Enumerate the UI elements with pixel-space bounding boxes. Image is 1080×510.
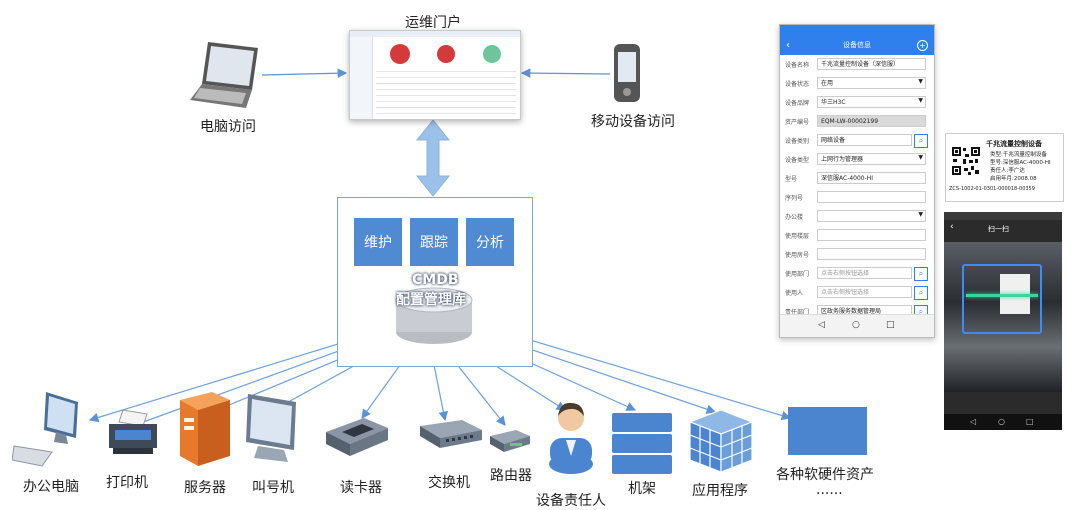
tag-line-owner: 责任人:李广达 [990,168,1025,174]
scan-frame [962,264,1042,334]
nav-back-icon[interactable]: ◁ [970,417,977,426]
phone-header-title: 设备信息 [843,41,871,49]
field-type: 设备类型上网行为管理器▼ [780,151,934,168]
cmdb-title: CMDB [412,272,459,288]
tag-line-date: 启用年月:2008.08 [990,176,1037,182]
mobile-device-icon [614,44,640,102]
asset-label-application: 应用程序 [692,483,748,499]
office-pc-icon [12,392,78,467]
phone-nav-bar: ◁ ○ □ [780,314,934,337]
queue-machine-icon [246,394,296,462]
dropdown-icon[interactable]: ▼ [918,154,923,161]
field-room: 使用房号 [780,246,934,263]
asset-label-more: ...... [816,482,843,498]
cmdb-subtitle: 配置管理库 [396,292,466,308]
field-category: 设备类别网络设备⌕ [780,132,934,149]
server-icon [180,392,230,466]
function-maintain: 维护 [354,218,402,266]
nav-home-icon[interactable]: ○ [852,320,860,330]
rack-unit-2 [612,434,672,453]
function-track: 跟踪 [410,218,458,266]
card-reader-icon [326,418,388,456]
dropdown-icon[interactable]: ▼ [918,97,923,104]
nav-recent-icon[interactable]: □ [1026,417,1034,426]
asset-label-printer: 打印机 [106,475,148,491]
asset-label-rack: 机架 [628,481,656,497]
scan-title: 扫一扫 [988,225,1009,233]
add-icon[interactable]: + [917,39,928,51]
portal-pie-charts [390,44,501,64]
tag-line-type: 类型:千兆流量控制设备 [990,152,1047,158]
application-cube-icon [688,409,754,473]
field-department: 使用部门点击右侧按钮选择⌕ [780,265,934,282]
field-brand: 设备品牌华三H3C▼ [780,94,934,111]
field-device-status: 设备状态在用▼ [780,75,934,92]
portal-screenshot [349,30,521,120]
asset-label-server: 服务器 [184,480,226,496]
printer-icon [109,409,157,454]
mobile-device-info-screen: ‹ 设备信息 + 设备名称千兆流量控制设备（深信服） 设备状态在用▼ 设备品牌华… [779,24,935,338]
scan-screen: 扫一扫 ‹ ◁ ○ □ [944,212,1062,430]
back-icon[interactable]: ‹ [786,39,790,51]
scan-nav-bar: ◁ ○ □ [944,414,1062,430]
phone-header: ‹ 设备信息 + [780,35,934,55]
other-assets-box [788,407,867,455]
database-cylinder-icon [395,287,473,344]
nav-back-icon[interactable]: ◁ [818,320,825,330]
nav-recent-icon[interactable]: □ [886,320,895,330]
rack-unit-3 [612,455,672,474]
field-building: 办公楼▼ [780,208,934,225]
device-owner-person-icon [549,402,593,474]
field-model: 型号深信服AC-4000-HI [780,170,934,187]
router-icon [490,430,530,452]
nav-home-icon[interactable]: ○ [998,417,1005,426]
asset-label-switch: 交换机 [428,475,470,491]
scan-back-icon[interactable]: ‹ [950,222,954,232]
search-icon[interactable]: ⌕ [914,267,928,281]
phone-status-bar [780,25,934,35]
search-icon[interactable]: ⌕ [914,286,928,300]
tag-code: ZCS-1002-01-0301-000018-00359 [949,186,1035,192]
asset-label-router: 路由器 [490,468,532,484]
field-user: 使用人点击右侧按钮选择⌕ [780,284,934,301]
field-device-name: 设备名称千兆流量控制设备（深信服） [780,56,934,73]
laptop-icon [190,42,258,108]
function-analyze: 分析 [466,218,514,266]
asset-label-other-assets: 各种软硬件资产 [776,467,874,483]
dropdown-icon[interactable]: ▼ [918,78,923,85]
field-serial: 序列号 [780,189,934,206]
asset-label-office-pc: 办公电脑 [23,479,79,495]
dropdown-icon[interactable]: ▼ [918,211,923,218]
qr-code-icon [951,146,981,176]
mobile-access-label: 移动设备访问 [591,114,675,130]
field-floor: 使用楼层 [780,227,934,244]
rack-unit-1 [612,413,672,432]
pc-access-label: 电脑访问 [200,119,256,135]
asset-tag-label: 千兆流量控制设备 类型:千兆流量控制设备 型号:深信服AC-4000-HI 责任… [945,133,1064,202]
asset-label-card-reader: 读卡器 [340,480,382,496]
search-icon[interactable]: ⌕ [914,134,928,148]
asset-label-device-owner: 设备责任人 [536,493,606,509]
tag-line-model: 型号:深信服AC-4000-HI [990,160,1051,166]
network-switch-icon [420,420,482,448]
tag-title: 千兆流量控制设备 [986,140,1042,148]
asset-label-queue-machine: 叫号机 [252,480,294,496]
portal-title: 运维门户 [405,15,461,31]
